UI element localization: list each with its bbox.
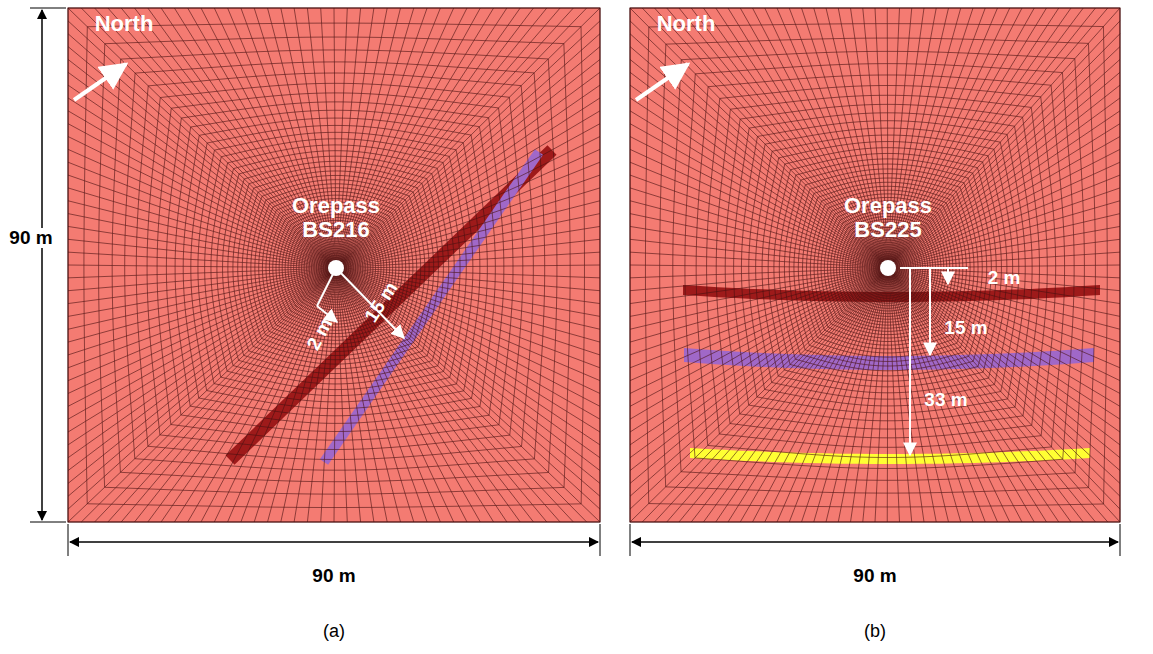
orepass-label: Orepass BS216 [281, 194, 391, 242]
dimension-line [70, 541, 598, 543]
compass-label: North [95, 12, 154, 36]
dimension-tick [1120, 524, 1121, 556]
distance-label: 2 m [303, 315, 337, 354]
dimension-tick [30, 522, 66, 523]
distance-label: 15 m [944, 318, 987, 339]
mesh-lines [630, 8, 1120, 522]
distance-line [317, 268, 336, 306]
dimension-line [632, 541, 1118, 543]
distance-arrow [909, 268, 911, 455]
distance-arrow [336, 268, 404, 338]
panel-label: (a) [323, 622, 345, 642]
annotations [30, 8, 1120, 556]
mesh-panel [630, 8, 1120, 522]
orepass-dot [880, 260, 896, 276]
mesh-lines [68, 8, 600, 522]
dimension-label: 90 m [853, 566, 896, 587]
mesh-ground [630, 8, 1120, 522]
north-arrow [74, 64, 126, 100]
distance-label: 33 m [924, 390, 967, 411]
distance-arrow [947, 268, 949, 284]
orepass-label: Orepass BS225 [833, 194, 943, 242]
mesh-ground [68, 8, 600, 522]
north-arrow [636, 64, 688, 100]
dimension-tick [30, 8, 66, 9]
compass-label: North [657, 12, 716, 36]
distance-label: 2 m [988, 268, 1021, 289]
dimension-tick [630, 524, 631, 556]
distance-label: 15 m [361, 278, 402, 326]
mesh-panel [68, 8, 600, 522]
distance-arrow [929, 268, 931, 355]
dimension-line [41, 10, 43, 520]
panel-label: (b) [864, 622, 886, 642]
dimension-label: 90 m [312, 566, 355, 587]
dimension-tick [600, 524, 601, 556]
dimension-label: 90 m [9, 228, 52, 249]
dimension-tick [68, 524, 69, 556]
